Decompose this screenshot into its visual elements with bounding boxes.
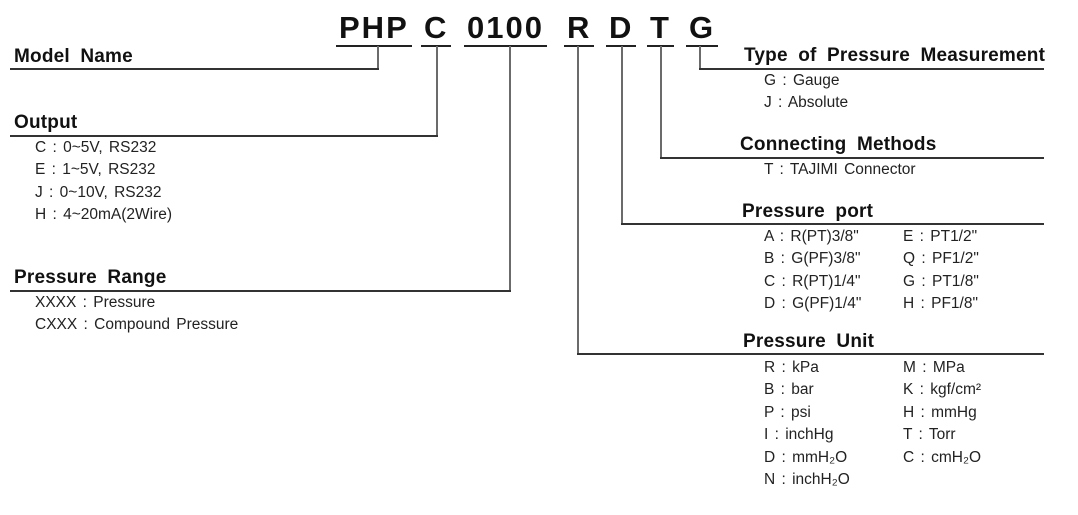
list-item: E : PT1/2" xyxy=(903,228,978,245)
model-name-heading: Model Name xyxy=(14,46,133,67)
connecting-methods-heading: Connecting Methods xyxy=(740,134,937,155)
list-item: N : inchH₂O xyxy=(764,471,850,489)
list-item: A : R(PT)3/8" xyxy=(764,228,859,245)
list-item: H : PF1/8" xyxy=(903,295,978,313)
list-item: G : PT1/8" xyxy=(903,272,979,290)
pressure-unit-col2: M : MPa K : kgf/cm² H : mmHg T : Torr C … xyxy=(903,357,981,469)
section-rule-model-name xyxy=(10,68,379,70)
list-item: I : inchHg xyxy=(764,426,834,444)
list-item: R : kPa xyxy=(764,359,819,376)
output-heading: Output xyxy=(14,112,78,133)
measurement-type-heading: Type of Pressure Measurement xyxy=(744,45,1046,66)
list-item: B : G(PF)3/8" xyxy=(764,250,861,268)
connector-line-output xyxy=(436,46,438,135)
code-segment-series: PHP xyxy=(336,12,412,47)
pressure-port-heading: Pressure port xyxy=(742,201,874,222)
list-item: P : psi xyxy=(764,403,811,421)
connector-line-model-name xyxy=(377,46,379,68)
list-item: C : R(PT)1/4" xyxy=(764,272,861,290)
section-rule-pressure-port xyxy=(621,223,1044,225)
list-item: G : Gauge xyxy=(764,72,840,89)
section-rule-output xyxy=(10,135,438,137)
code-segment-output: C xyxy=(421,12,452,47)
list-item: D : mmH₂O xyxy=(764,448,848,466)
connector-line-pressure-port xyxy=(621,46,623,223)
code-segment-connector: T xyxy=(647,12,674,47)
code-segment-range: 0100 xyxy=(464,12,547,47)
section-rule-measurement xyxy=(699,68,1044,70)
list-item: T : Torr xyxy=(903,426,956,444)
measurement-type-list: G : Gauge J : Absolute xyxy=(764,70,848,115)
section-rule-pressure-unit xyxy=(577,353,1044,355)
pressure-range-heading: Pressure Range xyxy=(14,267,167,288)
list-item: D : G(PF)1/4" xyxy=(764,295,862,313)
list-item: Q : PF1/2" xyxy=(903,250,979,268)
list-item: E : 1~5V, RS232 xyxy=(35,161,156,179)
connecting-methods-list: T : TAJIMI Connector xyxy=(764,159,916,181)
list-item: B : bar xyxy=(764,381,814,399)
list-item: K : kgf/cm² xyxy=(903,381,982,399)
list-item: H : mmHg xyxy=(903,403,977,421)
list-item: T : TAJIMI Connector xyxy=(764,161,916,178)
list-item: J : Absolute xyxy=(764,94,849,112)
pressure-unit-col1: R : kPa B : bar P : psi I : inchHg D : m… xyxy=(764,357,850,491)
list-item: J : 0~10V, RS232 xyxy=(35,183,162,201)
list-item: C : cmH₂O xyxy=(903,448,982,466)
pressure-port-col1: A : R(PT)3/8" B : G(PF)3/8" C : R(PT)1/4… xyxy=(764,226,861,316)
pressure-port-col2: E : PT1/2" Q : PF1/2" G : PT1/8" H : PF1… xyxy=(903,226,979,316)
output-list: C : 0~5V, RS232 E : 1~5V, RS232 J : 0~10… xyxy=(35,137,172,227)
pressure-range-list: XXXX : Pressure CXXX : Compound Pressure xyxy=(35,292,238,337)
code-segment-measurement: G xyxy=(686,12,719,47)
connector-line-measurement xyxy=(699,46,701,68)
code-segment-unit: R xyxy=(564,12,595,47)
connector-line-connecting xyxy=(660,46,662,157)
list-item: M : MPa xyxy=(903,359,965,376)
list-item: XXXX : Pressure xyxy=(35,294,156,311)
connector-line-pressure-unit xyxy=(577,46,579,353)
pressure-unit-heading: Pressure Unit xyxy=(743,331,875,352)
connector-line-pressure-range xyxy=(509,46,511,290)
code-segment-port: D xyxy=(606,12,637,47)
list-item: C : 0~5V, RS232 xyxy=(35,139,157,156)
section-rule-pressure-range xyxy=(10,290,511,292)
list-item: H : 4~20mA(2Wire) xyxy=(35,206,173,224)
list-item: CXXX : Compound Pressure xyxy=(35,316,239,334)
section-rule-connecting xyxy=(660,157,1044,159)
